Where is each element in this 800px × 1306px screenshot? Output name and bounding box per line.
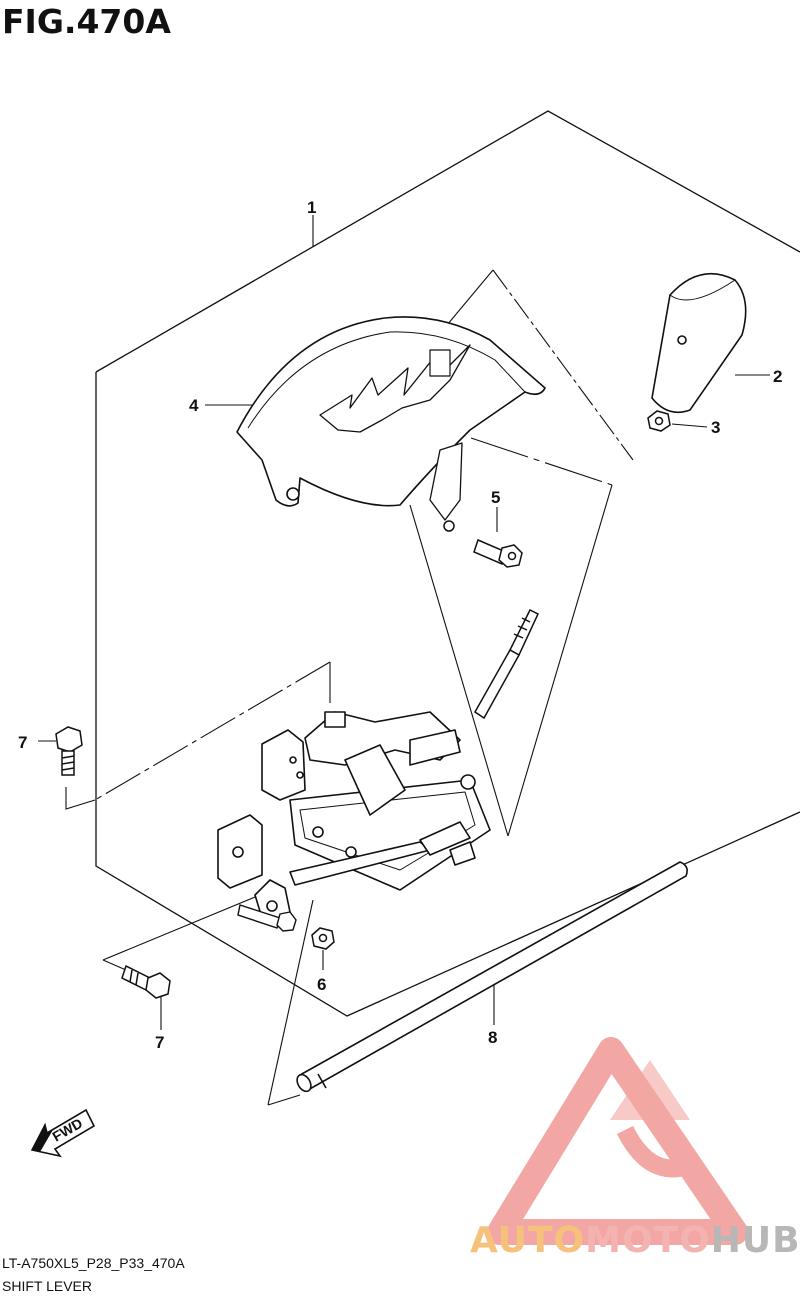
diagram-name: SHIFT LEVER: [2, 1278, 92, 1294]
callout-5: 5: [491, 488, 500, 507]
callout-6: 6: [317, 975, 326, 994]
watermark-part-moto: MOTO: [585, 1220, 711, 1261]
long-rod: [296, 861, 688, 1093]
callout-1: 1: [307, 198, 316, 217]
fwd-arrow-icon: FWD: [30, 1108, 96, 1158]
shift-rod: [474, 608, 539, 720]
callout-8: 8: [488, 1028, 497, 1047]
assembly-outline-lower: [95, 372, 800, 1017]
lever-base-bracket: [217, 711, 491, 926]
bolt-5: [443, 520, 523, 568]
leader-lines: [38, 215, 770, 1106]
assembly-outline: [95, 110, 800, 373]
figure-title: FIG.470A: [2, 2, 171, 41]
callout-4: 4: [189, 396, 199, 415]
nut-6: [311, 927, 335, 950]
bolt-7-upper: [55, 726, 83, 776]
callout-2: 2: [773, 367, 782, 386]
watermark-part-auto: AUTO: [470, 1220, 586, 1261]
callout-7-lower: 7: [155, 1033, 164, 1052]
drawing-code: LT-A750XL5_P28_P33_470A: [2, 1255, 185, 1271]
shift-knob: [651, 272, 747, 414]
watermark-logo: [487, 1037, 748, 1245]
watermark-text: AUTOMOTOHUB: [470, 1220, 800, 1261]
knob-nut: [647, 410, 671, 432]
bolt-lower: [237, 904, 297, 932]
gate-cover: [236, 316, 546, 521]
callout-3: 3: [711, 418, 720, 437]
bolt-7-lower: [121, 964, 171, 999]
watermark-part-hub: HUB: [710, 1220, 800, 1261]
callout-7-upper: 7: [18, 733, 27, 752]
